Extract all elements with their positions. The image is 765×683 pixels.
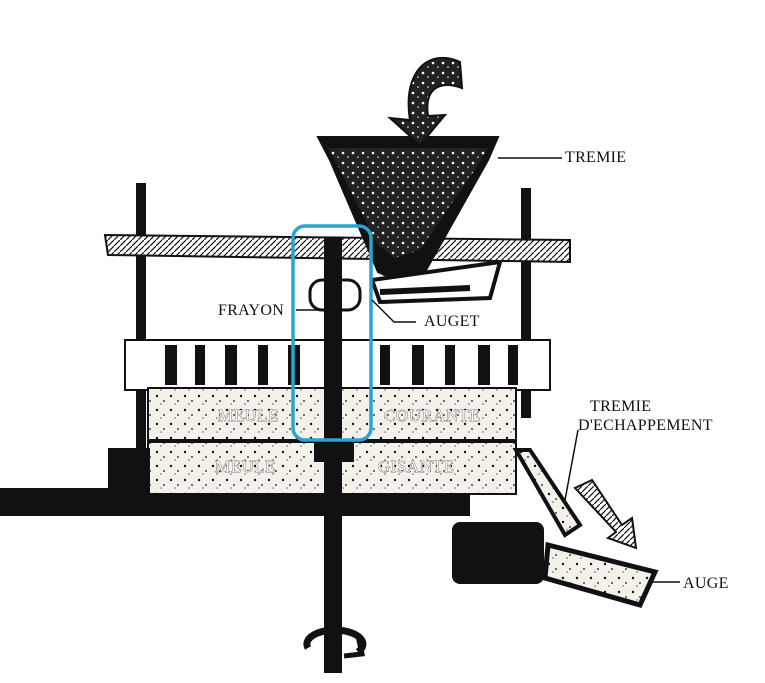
diagonal-down-arrow-icon: [573, 478, 638, 550]
label-meule-gisante-right: GISANTE: [378, 457, 454, 476]
highlight-box: [291, 224, 373, 442]
label-meule-courante-right: COURANTE: [384, 406, 481, 425]
label-frayon: FRAYON: [218, 302, 284, 319]
label-tremie-echappement-2: D'ECHAPPEMENT: [578, 417, 713, 434]
label-auget: AUGET: [424, 313, 480, 330]
frame-post-left: [136, 183, 146, 453]
label-meule-gisante-left: MEULE: [215, 457, 276, 476]
collector-box: [452, 522, 544, 584]
curved-down-arrow-icon: [387, 56, 464, 147]
hopper-inner: [328, 148, 488, 258]
discharge-chute: [512, 448, 583, 538]
rotation-arrow-icon: [303, 626, 367, 659]
label-auge: AUGE: [683, 575, 729, 592]
frame-post-right: [521, 188, 531, 418]
label-tremie: TREMIE: [565, 149, 626, 166]
label-tremie-echappement-1: TREMIE: [590, 398, 651, 415]
trough: [542, 541, 659, 608]
label-meule-courante-left: MEULE: [218, 406, 279, 425]
